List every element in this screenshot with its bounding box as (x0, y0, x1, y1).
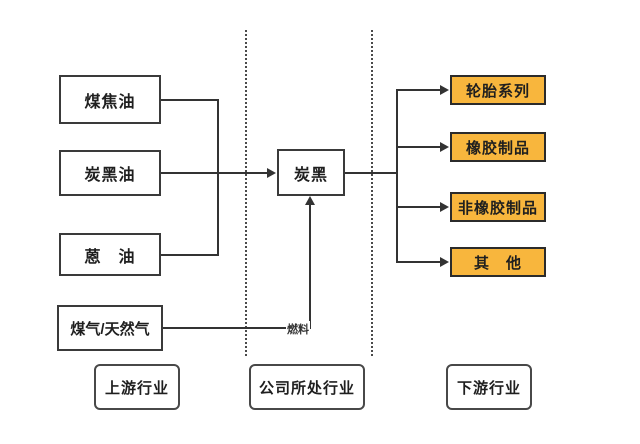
connector-right-bus (396, 89, 398, 263)
connector-main-inlet (161, 172, 269, 174)
arrowhead-other-icon (440, 257, 449, 267)
node-coal-tar-label: 煤焦油 (84, 93, 136, 111)
stage-divider-right (371, 30, 373, 356)
node-carbon-black-oil: 炭黑油 (59, 150, 161, 196)
node-other-label: 其 他 (473, 254, 522, 272)
arrowhead-non-rubber-icon (440, 202, 449, 212)
connector-main-outlet (344, 172, 397, 174)
node-coal-tar: 煤焦油 (59, 75, 161, 124)
node-anthracene-oil-label: 蒽 油 (84, 248, 136, 266)
node-gas: 煤气/天然气 (57, 305, 163, 351)
node-carbon-black-label: 炭黑 (293, 166, 328, 184)
arrowhead-tire-icon (440, 85, 449, 95)
connector-other (397, 261, 441, 263)
stage-label-downstream: 下游行业 (446, 364, 532, 410)
node-non-rubber-products-label: 非橡胶制品 (457, 199, 538, 217)
node-other: 其 他 (450, 247, 546, 277)
connector-anthracene-oil (161, 254, 219, 256)
stage-label-upstream: 上游行业 (94, 364, 180, 410)
arrowhead-fuel-icon (305, 196, 315, 205)
connector-tire (397, 89, 441, 91)
node-anthracene-oil: 蒽 油 (59, 233, 161, 276)
arrowhead-rubber-icon (440, 142, 449, 152)
node-tire-series-label: 轮胎系列 (465, 82, 530, 100)
stage-label-downstream-text: 下游行业 (456, 379, 521, 397)
connector-rubber (397, 146, 441, 148)
node-tire-series: 轮胎系列 (450, 75, 546, 105)
node-carbon-black-oil-label: 炭黑油 (84, 167, 136, 184)
stage-label-upstream-text: 上游行业 (104, 379, 169, 397)
connector-left-bus (217, 99, 219, 256)
connector-coal-tar (161, 99, 219, 101)
node-non-rubber-products: 非橡胶制品 (450, 192, 546, 222)
fuel-annotation: 燃料 (286, 321, 310, 337)
node-carbon-black: 炭黑 (277, 149, 345, 196)
stage-divider-left (245, 30, 247, 356)
connector-non-rubber (397, 206, 441, 208)
arrowhead-into-carbon-black-icon (267, 168, 276, 178)
connector-fuel-horizontal (161, 327, 311, 329)
node-rubber-products: 橡胶制品 (450, 132, 546, 162)
stage-label-company-text: 公司所处行业 (258, 379, 355, 397)
node-gas-label: 煤气/天然气 (70, 320, 150, 338)
node-rubber-products-label: 橡胶制品 (465, 139, 530, 157)
stage-label-company: 公司所处行业 (249, 364, 365, 410)
connector-fuel-vertical (309, 204, 311, 329)
